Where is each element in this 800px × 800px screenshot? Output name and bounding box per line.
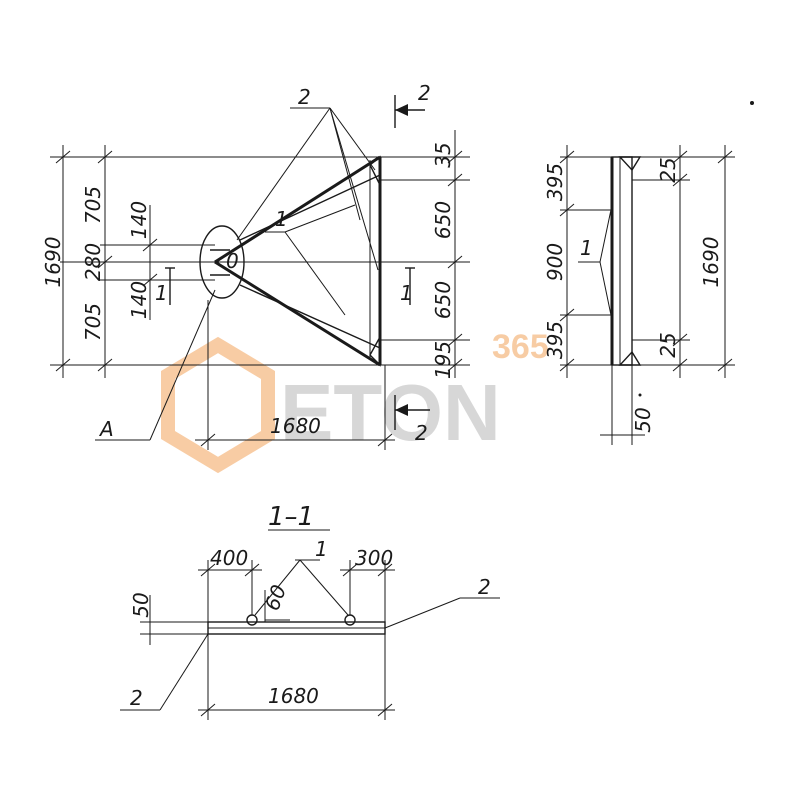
side-dim-50: 50 — [631, 407, 655, 432]
section-dim-60: 60 — [260, 582, 291, 614]
dim-upper: 705 — [81, 186, 105, 224]
section-dim-400: 400 — [210, 546, 248, 570]
section-title: 1–1 — [268, 502, 314, 532]
section-dim-300: 300 — [355, 546, 393, 570]
side-dim-900: 900 — [543, 243, 567, 281]
side-dim-25-top: 25 — [656, 157, 680, 182]
dim-total-height: 1690 — [41, 237, 65, 288]
watermark-badge: 365 — [492, 328, 549, 366]
dim-140-bottom: 140 — [127, 281, 151, 319]
dim-140-top: 140 — [127, 201, 151, 239]
callout-2-label: 2 — [298, 85, 311, 109]
side-dim-395-bottom: 395 — [543, 321, 567, 359]
dim-right-top: 35 — [431, 142, 455, 167]
dim-right-650-a: 650 — [431, 201, 455, 239]
plan-view: 0 2 1 A 1 1 2 2 1690 705 — [41, 81, 470, 450]
callout-1-label: 1 — [275, 207, 288, 231]
dim-right-195: 195 — [431, 341, 455, 379]
watermark: ETON 365 — [161, 328, 549, 474]
section-callout-2-left: 2 — [130, 686, 143, 710]
side-dim-395-top: 395 — [543, 163, 567, 201]
dim-lower: 705 — [81, 303, 105, 341]
side-dim-25-bottom: 25 — [656, 332, 680, 357]
section-dim-1680: 1680 — [268, 684, 319, 708]
section-callout-2-right: 2 — [478, 575, 491, 599]
section-dim-50: 50 — [129, 592, 153, 617]
section-mark-bottom: 2 — [415, 421, 428, 445]
dim-middle: 280 — [81, 243, 105, 281]
dim-width: 1680 — [270, 414, 321, 438]
side-view: 1 395 900 395 1690 25 25 50 — [543, 145, 735, 445]
callout-A-label: A — [98, 417, 114, 441]
center-mark: 0 — [226, 249, 239, 273]
section-1-right: 1 — [400, 281, 413, 305]
side-dim-1690: 1690 — [699, 237, 723, 288]
section-1-left: 1 — [155, 281, 168, 305]
section-mark-top: 2 — [418, 81, 431, 105]
watermark-logo-icon — [161, 336, 275, 474]
section-view: 1–1 1 2 — [120, 502, 500, 720]
watermark-text: ETON — [280, 368, 501, 457]
side-callout-1: 1 — [580, 236, 593, 260]
dim-right-650-b: 650 — [431, 281, 455, 319]
section-callout-1: 1 — [315, 537, 328, 561]
